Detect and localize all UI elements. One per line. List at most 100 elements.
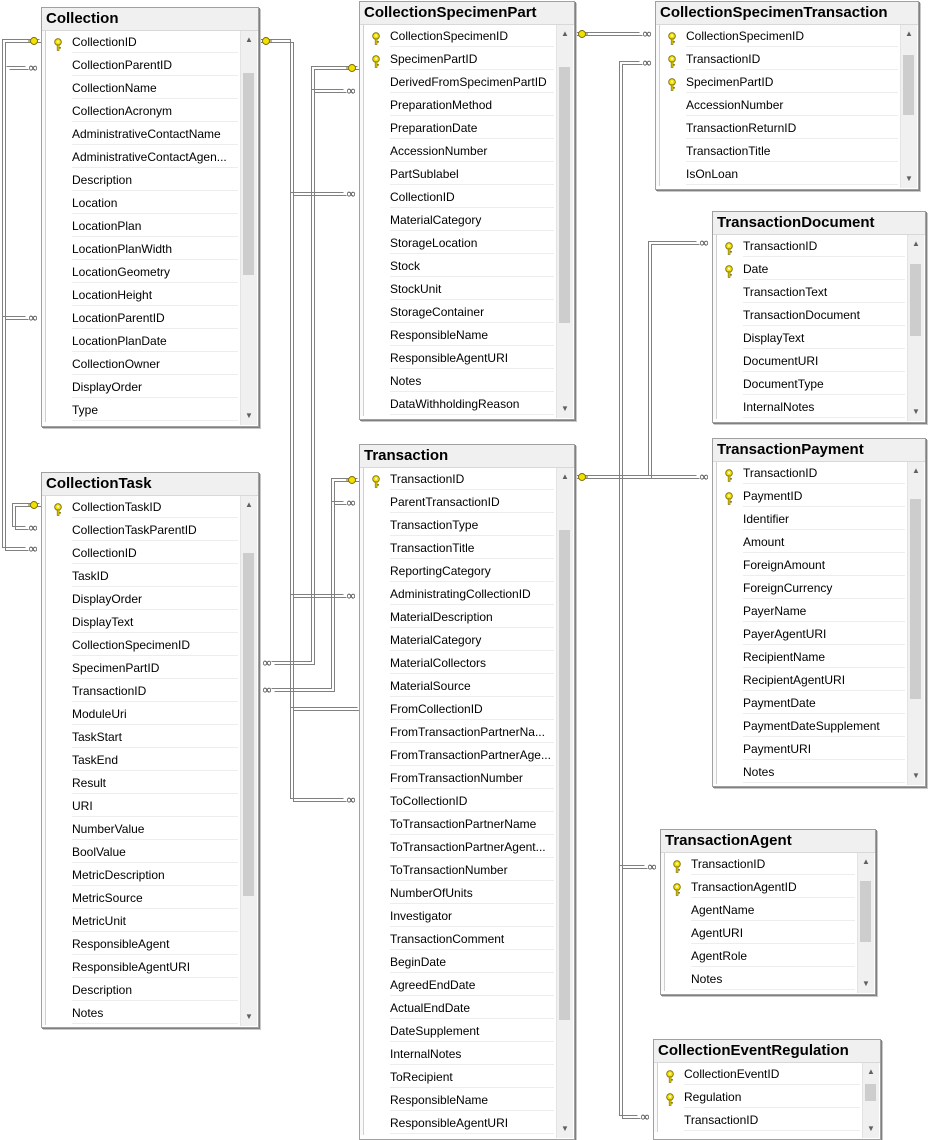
row-selector[interactable]: [656, 25, 660, 48]
column-row[interactable]: AgentRole: [661, 945, 875, 968]
column-row[interactable]: CollectionTaskID: [42, 496, 258, 519]
scroll-up-icon[interactable]: ▲: [561, 472, 569, 481]
scroll-thumb[interactable]: [243, 73, 254, 276]
scroll-down-icon[interactable]: ▼: [561, 404, 569, 413]
scroll-thumb[interactable]: [559, 529, 570, 1021]
column-row[interactable]: RecipientAgentURI: [713, 669, 925, 692]
column-row[interactable]: ForeignAmount: [713, 554, 925, 577]
column-row[interactable]: FromCollectionID: [360, 698, 574, 721]
row-selector[interactable]: [661, 853, 665, 876]
column-row[interactable]: ResponsibleAgentURI: [42, 956, 258, 979]
scrollbar[interactable]: ▲▼: [900, 25, 917, 188]
scroll-thumb[interactable]: [903, 55, 914, 115]
column-row[interactable]: StockUnit: [360, 278, 574, 301]
table-title[interactable]: CollectionSpecimenPart: [360, 2, 574, 25]
row-selector[interactable]: [713, 715, 717, 738]
row-selector[interactable]: [360, 468, 364, 491]
column-row[interactable]: DerivedFromSpecimenPartID: [360, 71, 574, 94]
column-row[interactable]: Date: [713, 258, 925, 281]
row-selector[interactable]: [713, 692, 717, 715]
row-selector[interactable]: [360, 347, 364, 370]
row-selector[interactable]: [42, 818, 46, 841]
row-selector[interactable]: [42, 123, 46, 146]
row-selector[interactable]: [42, 933, 46, 956]
row-selector[interactable]: [360, 652, 364, 675]
row-selector[interactable]: [661, 922, 665, 945]
row-selector[interactable]: [713, 738, 717, 761]
scroll-thumb[interactable]: [860, 880, 871, 942]
column-row[interactable]: TransactionType: [360, 514, 574, 537]
row-selector[interactable]: [360, 25, 364, 48]
row-selector[interactable]: [713, 623, 717, 646]
row-selector[interactable]: [42, 979, 46, 1002]
row-selector[interactable]: [42, 611, 46, 634]
table-title[interactable]: CollectionTask: [42, 473, 258, 496]
column-row[interactable]: ResponsibleName: [360, 324, 574, 347]
column-row[interactable]: BoolValue: [42, 841, 258, 864]
row-selector[interactable]: [42, 238, 46, 261]
column-row[interactable]: MaterialDescription: [360, 606, 574, 629]
row-selector[interactable]: [42, 31, 46, 54]
column-row[interactable]: MaterialCollectors: [360, 652, 574, 675]
column-row[interactable]: MaterialSource: [360, 675, 574, 698]
scroll-up-icon[interactable]: ▲: [867, 1067, 875, 1076]
scroll-thumb[interactable]: [910, 499, 921, 700]
row-selector[interactable]: [360, 1089, 364, 1112]
scroll-up-icon[interactable]: ▲: [912, 466, 920, 475]
column-row[interactable]: SpecimenPartID: [656, 71, 918, 94]
row-selector[interactable]: [42, 703, 46, 726]
table-title[interactable]: CollectionEventRegulation: [654, 1040, 880, 1063]
column-row[interactable]: TaskStart: [42, 726, 258, 749]
column-row[interactable]: CollectionName: [42, 77, 258, 100]
column-row[interactable]: TransactionID: [661, 853, 875, 876]
row-selector[interactable]: [360, 790, 364, 813]
scroll-up-icon[interactable]: ▲: [862, 857, 870, 866]
scroll-up-icon[interactable]: ▲: [561, 29, 569, 38]
column-row[interactable]: DocumentType: [713, 373, 925, 396]
row-selector[interactable]: [42, 353, 46, 376]
scroll-down-icon[interactable]: ▼: [245, 411, 253, 420]
row-selector[interactable]: [713, 577, 717, 600]
row-selector[interactable]: [656, 140, 660, 163]
row-selector[interactable]: [360, 94, 364, 117]
row-selector[interactable]: [713, 669, 717, 692]
row-selector[interactable]: [656, 94, 660, 117]
table-collection-specimen-transaction[interactable]: CollectionSpecimenTransaction Collection…: [655, 1, 919, 190]
column-row[interactable]: AgentURI: [661, 922, 875, 945]
column-row[interactable]: CollectionSpecimenID: [656, 25, 918, 48]
column-row[interactable]: DisplayText: [42, 611, 258, 634]
column-row[interactable]: InternalNotes: [713, 396, 925, 419]
column-row[interactable]: AdministratingCollectionID: [360, 583, 574, 606]
row-selector[interactable]: [360, 836, 364, 859]
column-row[interactable]: Stock: [360, 255, 574, 278]
row-selector[interactable]: [360, 997, 364, 1020]
column-row[interactable]: PartSublabel: [360, 163, 574, 186]
row-selector[interactable]: [661, 945, 665, 968]
row-selector[interactable]: [360, 744, 364, 767]
row-selector[interactable]: [656, 71, 660, 94]
row-selector[interactable]: [713, 304, 717, 327]
row-selector[interactable]: [360, 301, 364, 324]
column-row[interactable]: CollectionID: [360, 186, 574, 209]
row-selector[interactable]: [360, 606, 364, 629]
row-selector[interactable]: [42, 496, 46, 519]
column-row[interactable]: SpecimenPartID: [360, 48, 574, 71]
column-row[interactable]: RecipientName: [713, 646, 925, 669]
row-selector[interactable]: [360, 767, 364, 790]
column-row[interactable]: FromTransactionNumber: [360, 767, 574, 790]
row-selector[interactable]: [661, 876, 665, 899]
row-selector[interactable]: [42, 376, 46, 399]
column-row[interactable]: PayerAgentURI: [713, 623, 925, 646]
column-row[interactable]: ReportingCategory: [360, 560, 574, 583]
row-selector[interactable]: [42, 261, 46, 284]
row-selector[interactable]: [713, 281, 717, 304]
column-row[interactable]: Description: [42, 979, 258, 1002]
column-row[interactable]: TransactionID: [713, 235, 925, 258]
row-selector[interactable]: [360, 1066, 364, 1089]
column-row[interactable]: LocationGeometry: [42, 261, 258, 284]
row-selector[interactable]: [42, 192, 46, 215]
column-row[interactable]: PaymentURI: [713, 738, 925, 761]
column-row[interactable]: DataWithholdingReason: [360, 393, 574, 416]
column-row[interactable]: DateSupplement: [360, 1020, 574, 1043]
column-row[interactable]: CollectionSpecimenID: [360, 25, 574, 48]
